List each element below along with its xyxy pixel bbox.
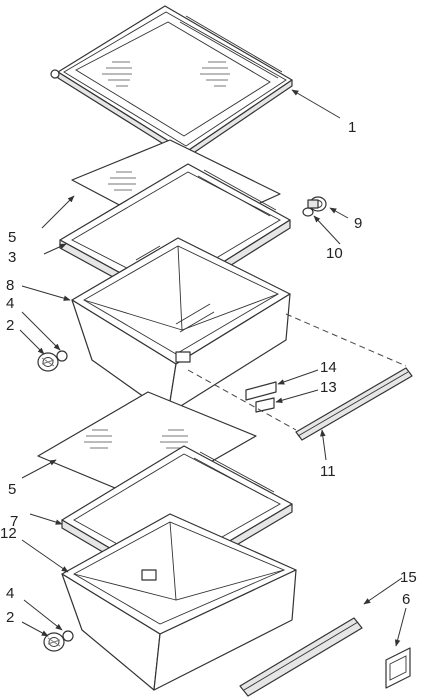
callout-10: 10 [326, 245, 343, 262]
part-4-washer-lower [62, 630, 74, 642]
callout-5-lower: 5 [8, 481, 16, 498]
part-15-front-trim-lower [239, 617, 363, 697]
shelf-glass-hatching [102, 61, 230, 87]
callout-5-upper: 5 [8, 229, 16, 246]
part-4-washer-upper [56, 350, 68, 362]
callout-2-lower: 2 [6, 609, 14, 626]
callout-7: 7 [10, 513, 18, 530]
part-12-crisper-pan-lower [61, 513, 297, 691]
leader-lines [19, 89, 407, 647]
part-13-clip [255, 397, 275, 413]
callout-14: 14 [320, 359, 337, 376]
part-14-clip [245, 381, 277, 401]
part-10-roller-axle [302, 207, 314, 217]
part-8-crisper-pan-upper [71, 237, 291, 415]
part-2-wheel-upper [37, 352, 59, 372]
part-6-end-cap [385, 647, 411, 689]
part-1-top-shelf [50, 5, 293, 159]
part-11-front-trim [295, 367, 413, 441]
callout-3: 3 [8, 249, 16, 266]
callout-9: 9 [354, 215, 362, 232]
callout-13: 13 [320, 379, 337, 396]
callout-11: 11 [320, 463, 336, 480]
callout-1: 1 [348, 119, 356, 136]
callout-4-upper: 4 [6, 295, 14, 312]
callout-6: 6 [402, 591, 410, 608]
callout-8: 8 [6, 277, 14, 294]
alignment-line-upper [285, 313, 407, 367]
callout-2-upper: 2 [6, 317, 14, 334]
alignment-line-upper-2 [187, 369, 297, 431]
part-5-cover-glass-lower [37, 391, 257, 501]
part-9-roller-wheel [307, 196, 327, 212]
callout-15: 15 [400, 569, 417, 586]
part-2-wheel-lower [43, 632, 65, 652]
callout-4-lower: 4 [6, 585, 14, 602]
callout-12: 12 [0, 525, 17, 542]
